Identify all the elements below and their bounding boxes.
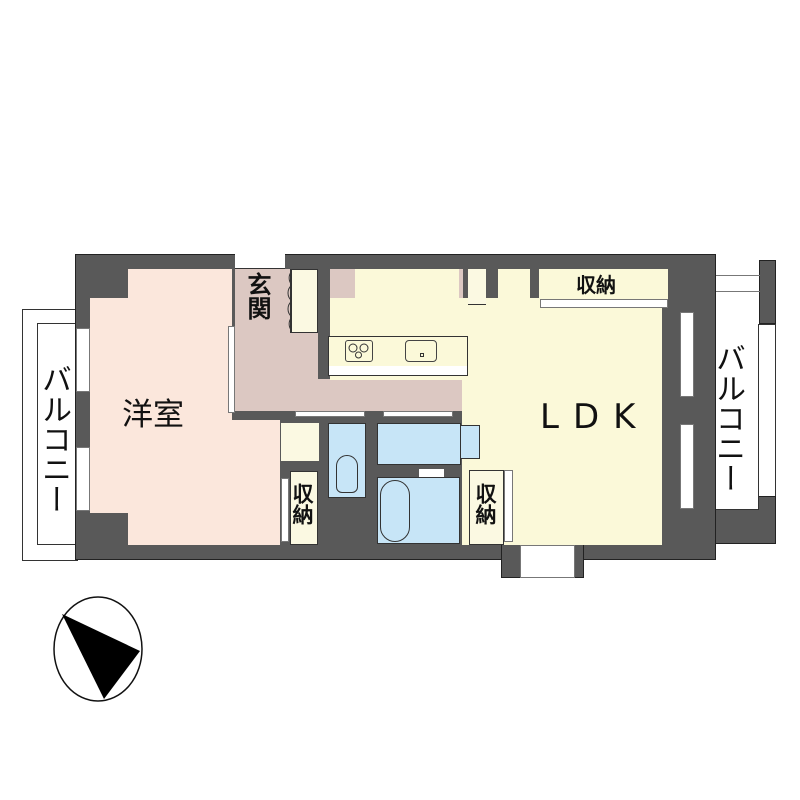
ldk-window-bottom[interactable] <box>680 424 694 509</box>
entrance-label: 玄関 <box>243 272 271 320</box>
washroom[interactable] <box>377 423 461 465</box>
storage-left-door[interactable] <box>281 478 289 542</box>
entrance-shoe-closet[interactable] <box>290 269 318 333</box>
sink-icon[interactable] <box>405 340 437 362</box>
kitchen-counter <box>328 336 468 376</box>
ldk-window-south[interactable] <box>520 545 575 578</box>
western-window-bottom[interactable] <box>76 447 90 511</box>
storage-left[interactable] <box>290 471 318 545</box>
storage-left-label: 収納 <box>290 483 314 525</box>
balcony-right-inner <box>712 324 759 510</box>
kitchen-wall <box>318 269 330 379</box>
storage-right[interactable] <box>469 470 504 545</box>
western-window-top[interactable] <box>76 328 90 392</box>
storage-nook <box>281 423 319 461</box>
ldk-room-lower-left <box>512 460 542 545</box>
burner-icon <box>348 343 369 359</box>
closet-door-arcs-icon <box>287 270 293 332</box>
storage-top[interactable] <box>539 269 668 303</box>
western-room-door[interactable] <box>228 326 235 413</box>
front-door-gap <box>235 253 285 269</box>
balcony-left-label: バルコニー <box>36 364 71 514</box>
balcony-left-inner <box>37 323 78 545</box>
western-room-label: 洋室 <box>122 397 184 433</box>
toilet-door[interactable] <box>295 411 365 417</box>
sink-drain-icon <box>420 353 424 357</box>
bathtub-icon <box>380 480 410 542</box>
ldk-room-passage <box>498 269 530 299</box>
western-room <box>128 269 225 545</box>
balcony-right-wall <box>759 260 776 324</box>
storage-right-door[interactable] <box>504 470 513 542</box>
storage-right-label: 収納 <box>473 483 497 525</box>
storage-top-doors[interactable] <box>540 299 668 308</box>
ldk-window-top[interactable] <box>680 312 694 397</box>
ldk-room-upper <box>355 269 459 299</box>
western-room-left <box>90 298 130 513</box>
toilet-icon <box>336 455 358 493</box>
ldk-niche <box>468 269 486 305</box>
western-room-lower <box>220 420 280 545</box>
balcony-right-label: バルコニー <box>710 343 745 493</box>
north-arrow-icon <box>53 596 143 702</box>
balcony-right-rail-top <box>716 275 760 276</box>
stove-icon[interactable] <box>345 340 373 362</box>
balcony-right-rail-bottom <box>716 291 760 292</box>
compass <box>52 595 144 703</box>
bath-door[interactable] <box>419 469 444 477</box>
ldk-label: LDK <box>540 397 650 437</box>
washing-machine-icon <box>460 425 480 459</box>
storage-top-label: 収納 <box>576 273 616 297</box>
washroom-door[interactable] <box>383 411 453 417</box>
entrance-closet-doors <box>280 269 293 333</box>
